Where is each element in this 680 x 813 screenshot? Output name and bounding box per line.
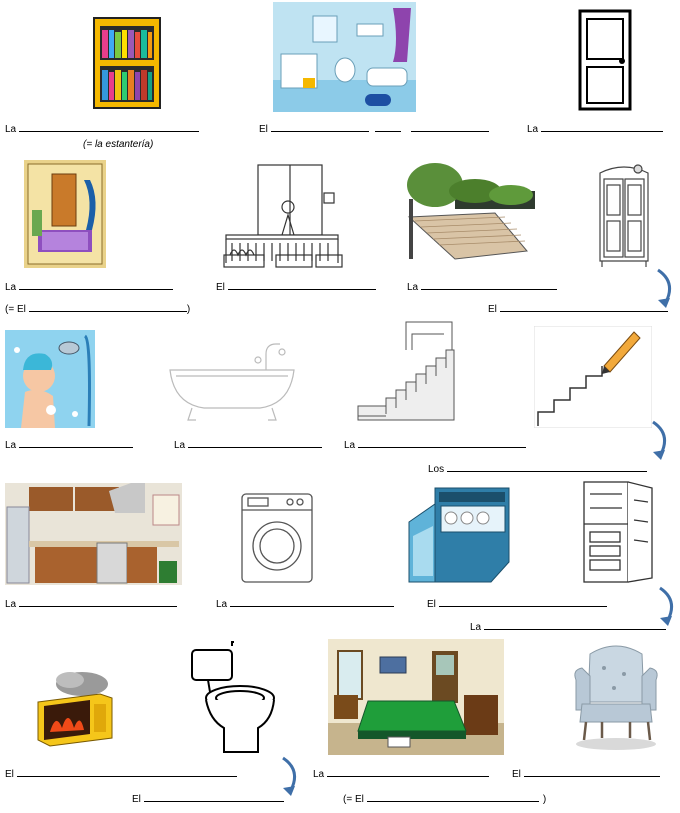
- label-entrance-hall[interactable]: La: [5, 280, 174, 294]
- staircase-icon: [356, 320, 456, 422]
- label-steps[interactable]: Los: [428, 462, 648, 476]
- balcony-icon: [220, 163, 345, 269]
- label-armchair[interactable]: El: [512, 767, 660, 781]
- curved-arrow-icon: [645, 420, 671, 464]
- article: Los: [428, 464, 445, 475]
- article: El: [259, 124, 268, 135]
- article: La: [5, 282, 17, 293]
- article: El: [132, 794, 141, 805]
- close-paren: ): [542, 794, 547, 805]
- curved-arrow-icon: [275, 756, 301, 800]
- label-bedroom[interactable]: La: [313, 767, 490, 781]
- article: El: [427, 599, 436, 610]
- article: El: [5, 769, 14, 780]
- label-shower[interactable]: La: [5, 438, 134, 452]
- close-paren: ): [186, 304, 191, 315]
- hint-estanteria: (= la estantería): [83, 139, 154, 150]
- washing-machine-icon: [240, 492, 314, 584]
- article: El: [216, 282, 225, 293]
- article: El: [512, 769, 521, 780]
- bathtub-icon: [168, 338, 296, 422]
- label-wardrobe[interactable]: El: [488, 302, 668, 316]
- article: La: [216, 599, 228, 610]
- toilet-icon: [188, 640, 276, 756]
- article: La: [5, 124, 17, 135]
- article: La: [5, 599, 17, 610]
- steps-drawing-icon: [534, 326, 652, 428]
- label-bathroom[interactable]: El: [259, 122, 489, 136]
- bookshelf-icon: [92, 16, 162, 110]
- article: La: [344, 440, 356, 451]
- article: La: [527, 124, 539, 135]
- terrace-icon: [395, 155, 535, 267]
- microwave-icon: [36, 668, 116, 748]
- label-kitchen[interactable]: La: [5, 597, 178, 611]
- door-icon: [578, 9, 632, 111]
- label-door[interactable]: La: [527, 122, 664, 136]
- bathroom-icon: [273, 2, 416, 112]
- article: La: [470, 622, 482, 633]
- label-bookshelf[interactable]: La: [5, 122, 200, 136]
- article: (= El: [5, 304, 26, 315]
- bedroom-icon: [328, 639, 504, 755]
- article: La: [313, 769, 325, 780]
- label-dishwasher[interactable]: El: [427, 597, 607, 611]
- wardrobe-icon: [596, 161, 652, 269]
- entrance-hall-icon: [24, 160, 106, 268]
- fridge-icon: [582, 480, 654, 586]
- label-alt-entrance[interactable]: (= El): [5, 302, 190, 316]
- label-alt-bedroom[interactable]: (= El): [343, 792, 546, 806]
- armchair-icon: [568, 640, 662, 752]
- label-bathtub[interactable]: La: [174, 438, 323, 452]
- article: El: [488, 304, 497, 315]
- label-staircase[interactable]: La: [344, 438, 527, 452]
- dishwasher-icon: [405, 486, 513, 584]
- kitchen-icon: [5, 483, 182, 585]
- label-balcony[interactable]: El: [216, 280, 376, 294]
- article: La: [407, 282, 419, 293]
- article: La: [5, 440, 17, 451]
- label-microwave[interactable]: El: [5, 767, 237, 781]
- label-washing-machine[interactable]: La: [216, 597, 395, 611]
- shower-icon: [5, 330, 95, 428]
- curved-arrow-icon: [650, 268, 676, 312]
- label-terrace[interactable]: La: [407, 280, 558, 294]
- article: (= El: [343, 794, 364, 805]
- label-fridge[interactable]: La: [470, 620, 667, 634]
- curved-arrow-icon: [652, 586, 678, 630]
- label-toilet[interactable]: El: [132, 792, 284, 806]
- article: La: [174, 440, 186, 451]
